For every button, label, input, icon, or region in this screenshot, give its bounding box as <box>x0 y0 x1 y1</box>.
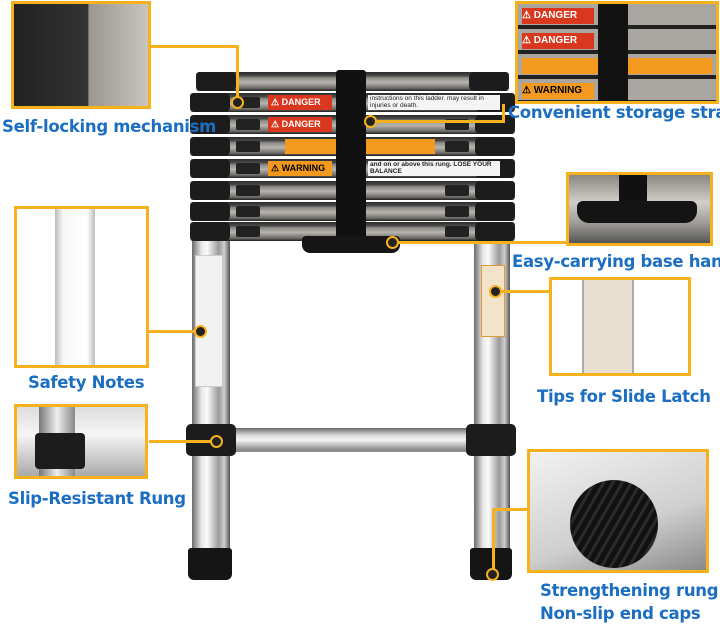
callout-dot <box>386 236 399 249</box>
callout-dot <box>489 285 502 298</box>
slide-latch-label: Tips for Slide Latch <box>537 387 711 406</box>
connector-line <box>502 104 505 122</box>
storage-strap <box>336 70 366 242</box>
safety-notes-sticker <box>195 255 223 387</box>
connector-line <box>375 120 505 123</box>
callout-dot <box>210 435 223 448</box>
slip-resistant-inset <box>14 404 148 479</box>
end-cap <box>188 548 232 580</box>
rung-collar <box>466 424 516 456</box>
connector-line <box>236 45 239 98</box>
connector-line <box>149 440 212 443</box>
danger-instructions-text: instructions on this ladder. may result … <box>368 95 500 110</box>
safety-notes-inset <box>14 206 149 368</box>
base-handle-inset <box>566 172 713 246</box>
danger-sticker: DANGER <box>281 119 321 129</box>
connector-line <box>492 508 528 511</box>
inset-warning-label: WARNING <box>533 85 583 96</box>
inset-danger-label: DANGER <box>533 10 578 21</box>
connector-line <box>396 241 568 244</box>
connector-line <box>500 290 550 293</box>
end-caps-label: Non-slip end caps <box>540 604 701 623</box>
strengthening-label: Strengthening rung <box>540 581 719 600</box>
bottom-rung <box>200 428 500 452</box>
callout-dot <box>194 325 207 338</box>
danger-sticker: DANGER <box>281 97 321 107</box>
connector-line <box>151 45 239 48</box>
slide-latch-inset <box>549 277 691 376</box>
ladder-rung: ⚠ WARNING and on or above this rung. LOS… <box>190 159 515 178</box>
callout-dot <box>231 96 244 109</box>
warning-instructions-text: and on or above this rung. LOSE YOUR BAL… <box>368 161 500 176</box>
slide-latch-sticker <box>481 265 505 337</box>
self-locking-inset <box>11 1 151 109</box>
strengthening-inset <box>527 449 709 573</box>
base-handle-label: Easy-carrying base handle <box>512 252 720 271</box>
storage-strap-inset: ⚠ DANGER ⚠ DANGER ⚠ WARNING <box>515 1 719 104</box>
slip-resistant-label: Slip-Resistant Rung <box>8 489 186 508</box>
storage-strap-label: Convenient storage strap <box>508 103 720 122</box>
connector-line <box>149 330 197 333</box>
inset-danger-label: DANGER <box>533 35 578 46</box>
connector-line <box>492 508 495 570</box>
base-handle <box>302 236 400 253</box>
warning-sticker: WARNING <box>281 163 326 173</box>
safety-notes-label: Safety Notes <box>28 373 145 392</box>
callout-dot <box>486 568 499 581</box>
self-locking-label: Self-locking mechanism <box>2 117 217 136</box>
callout-dot <box>364 115 377 128</box>
